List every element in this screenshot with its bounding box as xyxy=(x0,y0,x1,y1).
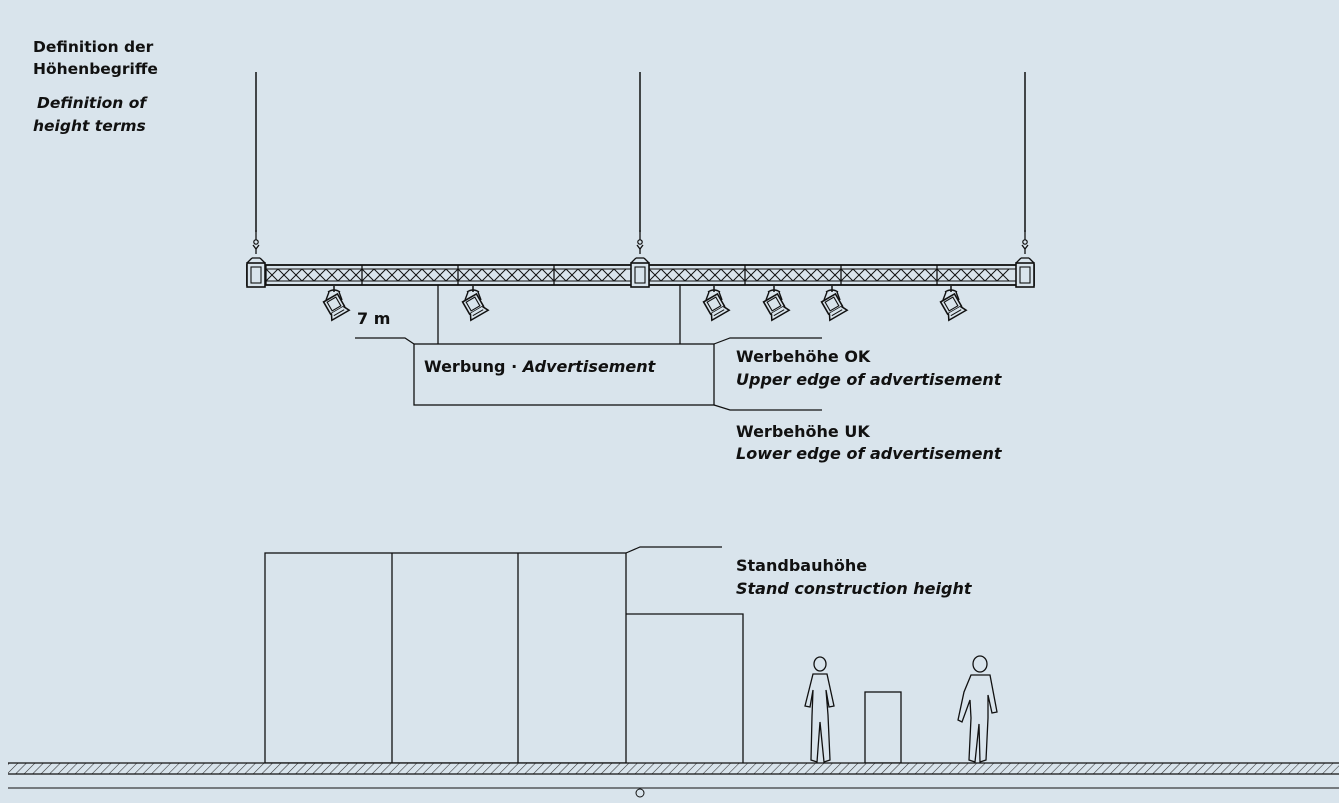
spotlight xyxy=(938,285,967,322)
heading-de-line2: Höhenbegriffe xyxy=(33,60,158,78)
person-right xyxy=(957,655,998,763)
spotlight xyxy=(460,285,489,322)
spotlights xyxy=(321,285,967,322)
advertisement-label: Werbung · Advertisement xyxy=(424,356,655,377)
lower-edge-label-de: Werbehöhe UK xyxy=(736,422,870,441)
floor-marker-icon xyxy=(635,788,645,798)
advertisement-label-de: Werbung · xyxy=(424,357,523,376)
rope-hooks xyxy=(252,229,1029,255)
leader-lines xyxy=(355,337,822,554)
advertisement-label-en: Advertisement xyxy=(522,357,656,376)
spotlight xyxy=(761,285,790,322)
upper-edge-label-en: Upper edge of advertisement xyxy=(736,370,1002,389)
stand-height-label-en: Stand construction height xyxy=(736,579,972,598)
heading-en-line2: height terms xyxy=(33,117,146,135)
counter xyxy=(864,691,902,764)
stand-construction xyxy=(264,552,902,764)
truss-node-center xyxy=(630,257,650,288)
suspension-ropes xyxy=(255,72,1026,232)
leader-7m xyxy=(355,337,415,345)
truss-node-right xyxy=(1015,257,1035,288)
stand-height-label-de: Standbauhöhe xyxy=(736,556,868,575)
spotlight xyxy=(819,285,848,322)
lower-edge-label-en: Lower edge of advertisement xyxy=(736,444,1002,463)
leader-stand-height xyxy=(625,546,722,554)
person-left xyxy=(804,656,835,763)
advertisement-panel xyxy=(413,285,715,406)
height-7m-label: 7 m xyxy=(357,309,391,328)
floor xyxy=(8,762,1339,798)
truss-node-left xyxy=(246,257,266,288)
heading-en-line1: Definition of xyxy=(37,94,147,112)
spotlight xyxy=(701,285,730,322)
leader-upper-edge xyxy=(713,337,822,345)
heading-de-line1: Definition der xyxy=(33,38,154,56)
leader-lower-edge xyxy=(713,404,822,411)
spotlight xyxy=(321,285,350,322)
upper-edge-label-de: Werbehöhe OK xyxy=(736,347,871,366)
